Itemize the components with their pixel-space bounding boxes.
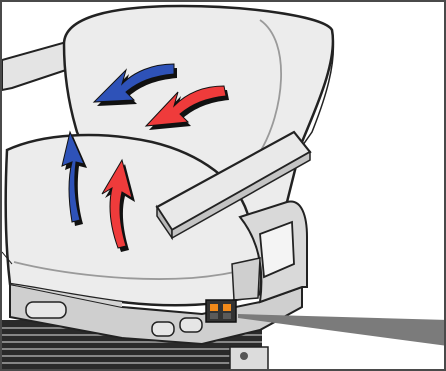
airflow-arrows [61,63,229,252]
base-openings [25,301,203,337]
backrest-warm-arrow [144,85,227,127]
cushion-warm-arrow [101,158,133,249]
callout-leader-line [238,314,444,346]
cushion-seam [13,261,253,280]
cushion-cool-arrow [61,130,85,223]
control-switch-panel [205,299,237,323]
backrest-cool-arrow [92,63,175,103]
seat-base-panel [9,282,303,346]
callout-pointer-left [2,251,13,265]
